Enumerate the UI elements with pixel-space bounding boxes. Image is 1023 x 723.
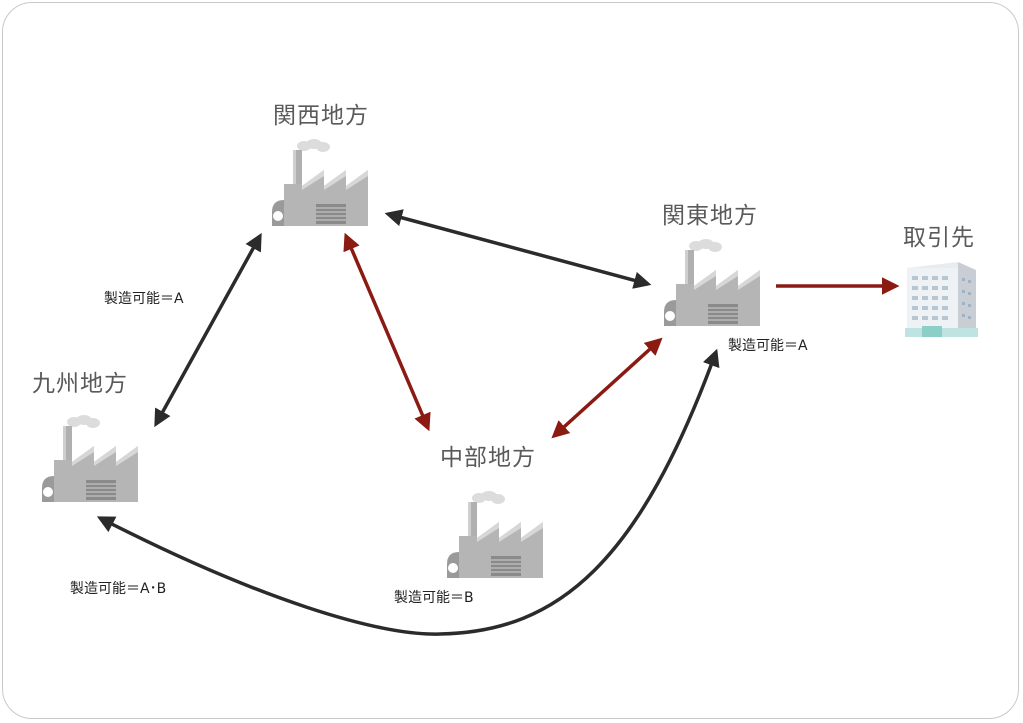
capability-label-kyushu: 製造可能＝A･B <box>70 581 167 597</box>
arrow-kyushu-kanto-curve <box>96 348 720 636</box>
customer-label: 取引先 <box>903 225 975 251</box>
factory-icon-chubu <box>446 490 544 579</box>
office-building-icon <box>905 262 978 337</box>
region-label-kanto: 関東地方 <box>662 203 758 229</box>
arrow-kyushu-kansai <box>154 232 262 428</box>
arrow-kansai-chubu <box>343 232 431 432</box>
factory-icon-kanto <box>663 238 761 327</box>
region-label-kyushu: 九州地方 <box>32 371 128 397</box>
capability-label-chubu: 製造可能＝B <box>394 590 474 606</box>
arrow-chubu-kanto <box>551 337 663 439</box>
arrow-kansai-kanto <box>384 209 652 289</box>
capability-label-kanto: 製造可能＝A <box>728 338 808 354</box>
factory-icon-kansai <box>271 138 369 227</box>
factory-icon-kyushu <box>41 414 139 503</box>
region-label-chubu: 中部地方 <box>440 445 536 471</box>
capability-label-kansai: 製造可能＝A <box>104 291 184 307</box>
region-label-kansai: 関西地方 <box>273 103 369 129</box>
